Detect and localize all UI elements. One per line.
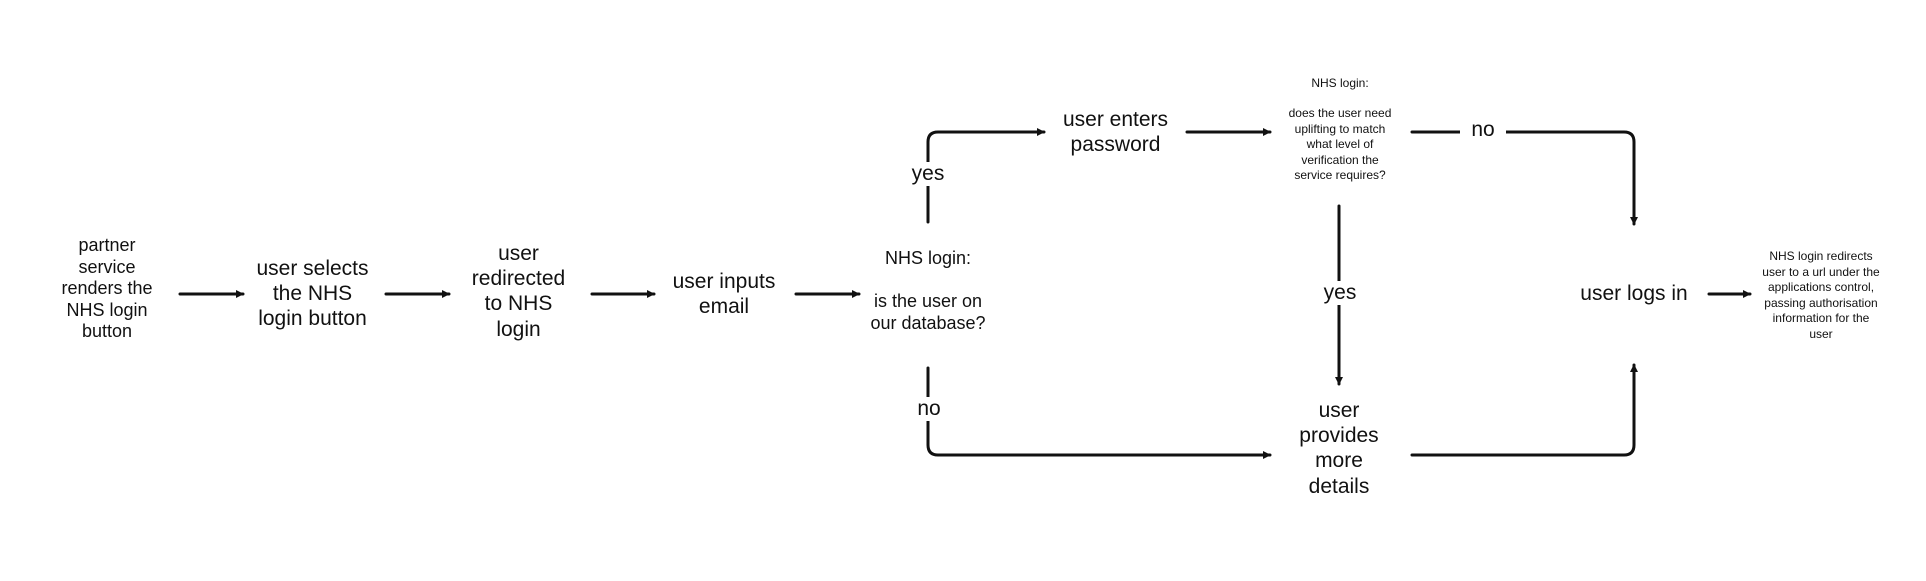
node-text-line: user inputs: [672, 270, 776, 293]
node-text-line: login button: [258, 307, 367, 331]
decision-question-line: verification the: [1301, 152, 1379, 167]
node-text-line: NHS login redirects: [1769, 249, 1873, 263]
arrow-details-to-logs-in: [1410, 363, 1638, 457]
node-text-line: user: [1318, 399, 1360, 422]
node-text-line: user to a url under the: [1762, 264, 1880, 279]
decision-question-line: is the user on: [873, 291, 983, 312]
node-text-line: user enters: [1062, 108, 1169, 131]
edge-label-uplift-yes: yes: [1316, 281, 1364, 305]
decision-question-line: service requires?: [1294, 168, 1386, 183]
arrow-db-yes-to-password: [926, 128, 1046, 224]
decision-spacer: [1272, 92, 1408, 106]
node-text-line: NHS login: [66, 299, 148, 320]
arrow-db-no-to-details: [926, 366, 1272, 459]
arrow-uplift-no-to-logs-in: [1410, 130, 1638, 226]
node-partner-service: partner service renders the NHS login bu…: [42, 235, 172, 343]
node-text-line: redirected: [471, 267, 566, 291]
decision-question-line: uplifting to match: [1294, 121, 1386, 136]
node-nhs-redirects: NHS login redirects user to a url under …: [1754, 249, 1888, 343]
decision-title: NHS login:: [884, 248, 972, 268]
node-text-line: to NHS: [484, 292, 553, 316]
node-text-line: provides: [1299, 424, 1379, 448]
node-user-enters-password: user enters password: [1048, 107, 1183, 157]
node-user-provides-details: user provides more details: [1275, 398, 1403, 499]
node-user-logs-in: user logs in: [1560, 281, 1708, 306]
node-text-line: login: [496, 317, 541, 341]
node-text-line: information for the: [1772, 311, 1870, 326]
edge-label-uplift-no: no: [1460, 118, 1506, 142]
node-text-line: password: [1070, 133, 1161, 157]
decision-title: NHS login:: [1311, 76, 1369, 90]
decision-question-line: our database?: [870, 312, 986, 333]
node-text-line: button: [81, 321, 133, 342]
node-text-line: partner: [78, 235, 136, 255]
node-text-line: passing authorisation: [1764, 295, 1878, 310]
edge-label-db-yes: yes: [904, 162, 952, 186]
node-check-uplift: NHS login: does the user need uplifting …: [1272, 76, 1408, 184]
node-text-line: details: [1308, 474, 1370, 498]
edge-label-db-no: no: [908, 397, 950, 421]
node-user-redirected: user redirected to NHS login: [451, 241, 586, 342]
node-text-line: the NHS: [272, 282, 353, 306]
decision-spacer: [858, 270, 998, 292]
node-text-line: user logs in: [1580, 282, 1688, 305]
node-text-line: user selects: [256, 257, 369, 280]
node-text-line: email: [698, 295, 750, 319]
node-text-line: user: [1809, 326, 1833, 341]
node-user-inputs-email: user inputs email: [658, 269, 790, 319]
node-check-database: NHS login: is the user on our database?: [858, 248, 998, 334]
node-user-selects: user selects the NHS login button: [245, 256, 380, 332]
decision-question-line: does the user need: [1288, 105, 1392, 120]
node-text-line: user: [498, 242, 539, 265]
node-text-line: service: [78, 256, 136, 277]
decision-question-line: what level of: [1306, 137, 1374, 152]
node-text-line: applications control,: [1767, 280, 1875, 295]
node-text-line: renders the: [61, 278, 153, 299]
node-text-line: more: [1315, 449, 1363, 473]
